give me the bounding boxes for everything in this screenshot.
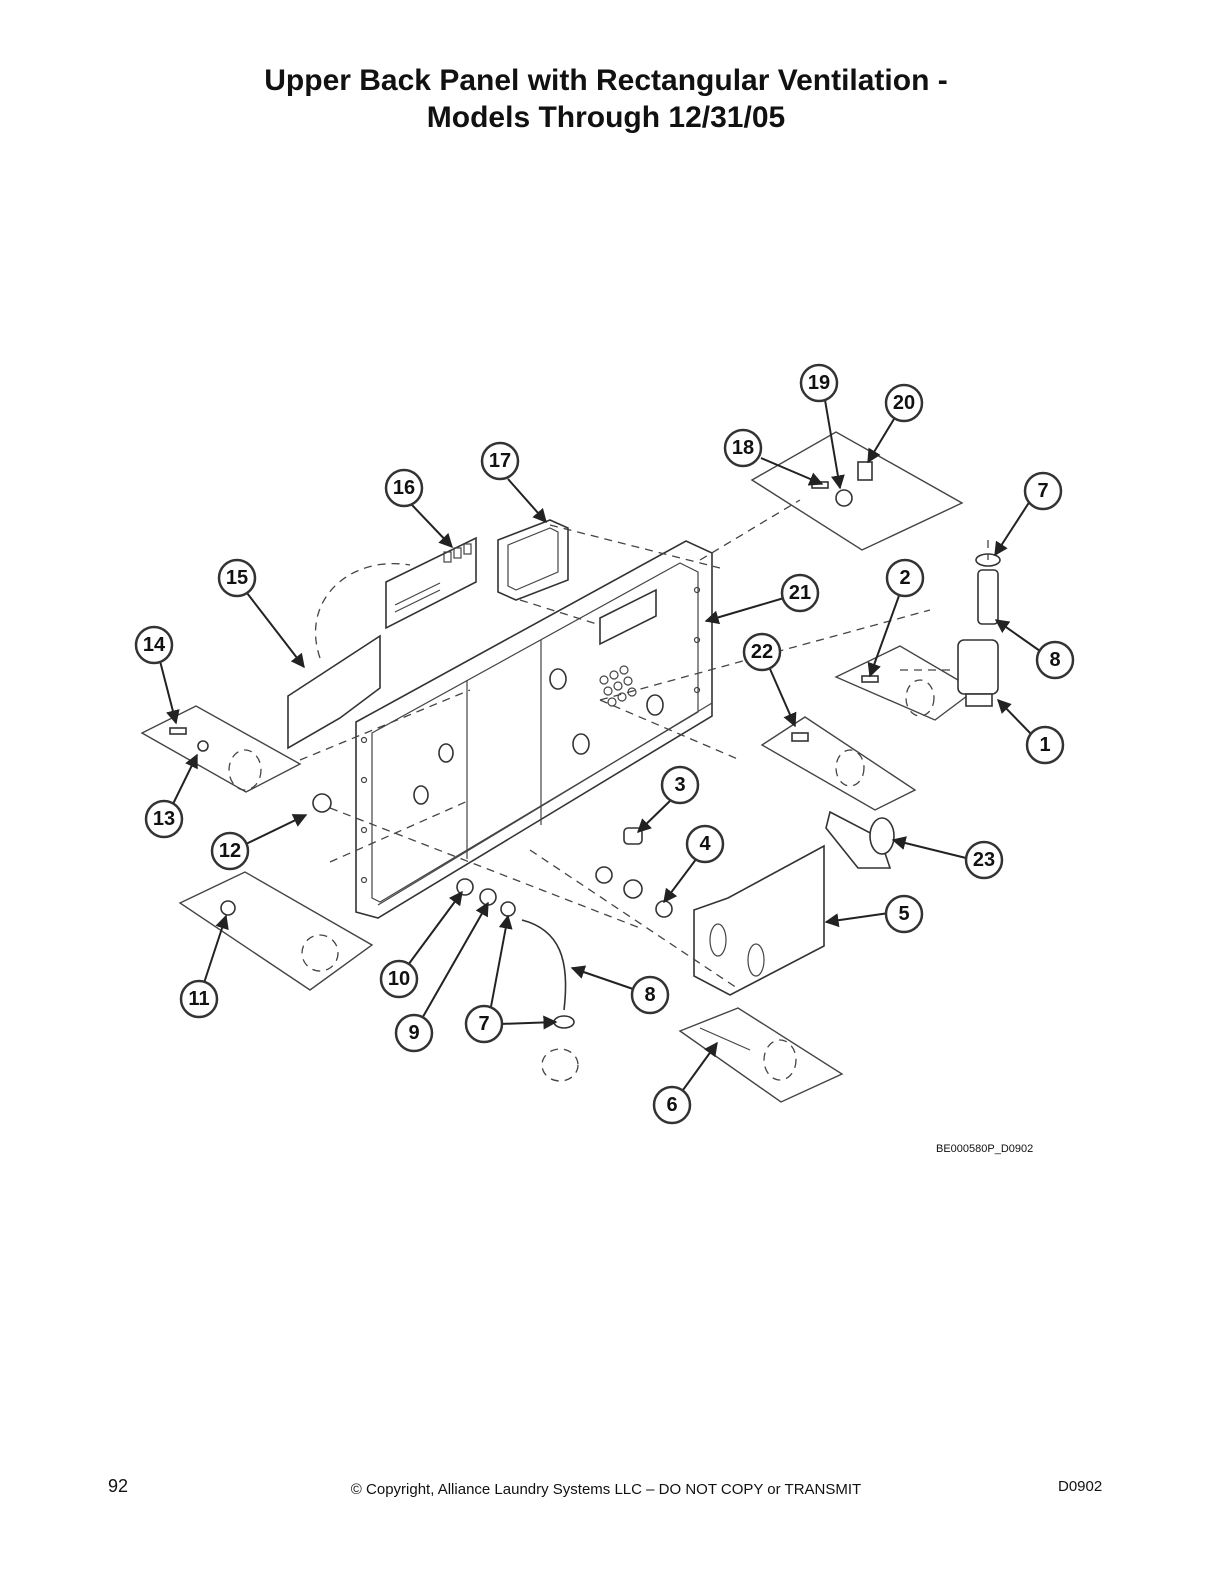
callout-8-valve: 8 bbox=[1035, 640, 1075, 680]
copyright-notice: © Copyright, Alliance Laundry Systems LL… bbox=[350, 1481, 862, 1498]
mounting-bracket bbox=[693, 844, 825, 996]
callout-21-label: 21 bbox=[789, 582, 811, 604]
callout-19-label: 19 bbox=[808, 372, 830, 394]
inset-14 bbox=[140, 705, 302, 793]
callout-8-hose-label: 8 bbox=[644, 984, 655, 1006]
control-overlay bbox=[385, 536, 477, 630]
callout-4-label: 4 bbox=[699, 833, 711, 855]
callout-16-label: 16 bbox=[393, 477, 415, 499]
back-panel bbox=[355, 540, 713, 919]
callout-12: 12 bbox=[210, 831, 250, 871]
callout-20: 20 bbox=[884, 383, 924, 423]
callout-10: 10 bbox=[379, 959, 419, 999]
callout-9-label: 9 bbox=[408, 1022, 419, 1044]
callout-18: 18 bbox=[723, 428, 763, 468]
callout-13-label: 13 bbox=[153, 808, 175, 830]
callout-7-hose-label: 7 bbox=[478, 1013, 489, 1035]
water-valve bbox=[957, 553, 1001, 707]
document-code: D0902 bbox=[1058, 1478, 1103, 1495]
callout-17: 17 bbox=[480, 441, 520, 481]
title-line-1: Upper Back Panel with Rectangular Ventil… bbox=[264, 64, 948, 97]
callout-7-valve-label: 7 bbox=[1037, 480, 1048, 502]
callout-1: 1 bbox=[1025, 725, 1065, 765]
callout-22-label: 22 bbox=[751, 641, 773, 663]
inset-22 bbox=[760, 716, 917, 811]
callout-13: 13 bbox=[144, 799, 184, 839]
callout-23-label: 23 bbox=[973, 849, 995, 871]
inset-2 bbox=[834, 645, 977, 721]
callout-14-label: 14 bbox=[143, 634, 166, 656]
callout-15-label: 15 bbox=[226, 567, 248, 589]
washers-9-10 bbox=[456, 878, 516, 917]
screw-12 bbox=[312, 793, 332, 813]
inset-18-20 bbox=[750, 431, 964, 551]
callout-6: 6 bbox=[652, 1085, 692, 1125]
callout-4: 4 bbox=[685, 824, 725, 864]
callout-3: 3 bbox=[660, 765, 700, 805]
callout-17-label: 17 bbox=[489, 450, 511, 472]
callout-21: 21 bbox=[780, 573, 820, 613]
callout-5: 5 bbox=[884, 894, 924, 934]
callout-7-valve: 7 bbox=[1023, 471, 1063, 511]
leader-lines bbox=[159, 399, 1041, 1091]
callout-16: 16 bbox=[384, 468, 424, 508]
callout-14: 14 bbox=[134, 625, 174, 665]
callout-2: 2 bbox=[885, 558, 925, 598]
callout-7-hose: 7 bbox=[464, 1004, 504, 1044]
callout-18-label: 18 bbox=[732, 437, 754, 459]
title-line-2: Models Through 12/31/05 bbox=[426, 101, 786, 134]
callout-11: 11 bbox=[179, 979, 219, 1019]
fittings-4 bbox=[595, 866, 673, 918]
vent-hole-grid bbox=[599, 665, 637, 707]
page-number: 92 bbox=[108, 1476, 129, 1496]
callout-19: 19 bbox=[799, 363, 839, 403]
drain-hose-8 bbox=[521, 919, 579, 1082]
elbow-fitting bbox=[825, 810, 895, 869]
callout-5-label: 5 bbox=[898, 903, 909, 925]
inset-6 bbox=[678, 1007, 844, 1103]
callout-2-label: 2 bbox=[899, 567, 910, 589]
callout-3-label: 3 bbox=[674, 774, 685, 796]
page-title: Upper Back Panel with Rectangular Ventil… bbox=[0, 62, 1212, 136]
cover-plate bbox=[287, 563, 411, 750]
callout-1-label: 1 bbox=[1039, 734, 1050, 756]
callout-20-label: 20 bbox=[893, 392, 915, 414]
callout-11-label: 11 bbox=[188, 988, 209, 1010]
callout-15: 15 bbox=[217, 558, 257, 598]
callout-6-label: 6 bbox=[666, 1094, 677, 1116]
callout-8-valve-label: 8 bbox=[1049, 649, 1060, 671]
callout-10-label: 10 bbox=[388, 968, 410, 990]
vent-bezel bbox=[497, 519, 569, 601]
callout-9: 9 bbox=[394, 1013, 434, 1053]
callout-8-hose: 8 bbox=[630, 975, 670, 1015]
inset-11 bbox=[178, 871, 374, 991]
callout-22: 22 bbox=[742, 632, 782, 672]
callout-12-label: 12 bbox=[219, 840, 241, 862]
callout-23: 23 bbox=[964, 840, 1004, 880]
drawing-code: BE000580P_D0902 bbox=[936, 1143, 1034, 1155]
